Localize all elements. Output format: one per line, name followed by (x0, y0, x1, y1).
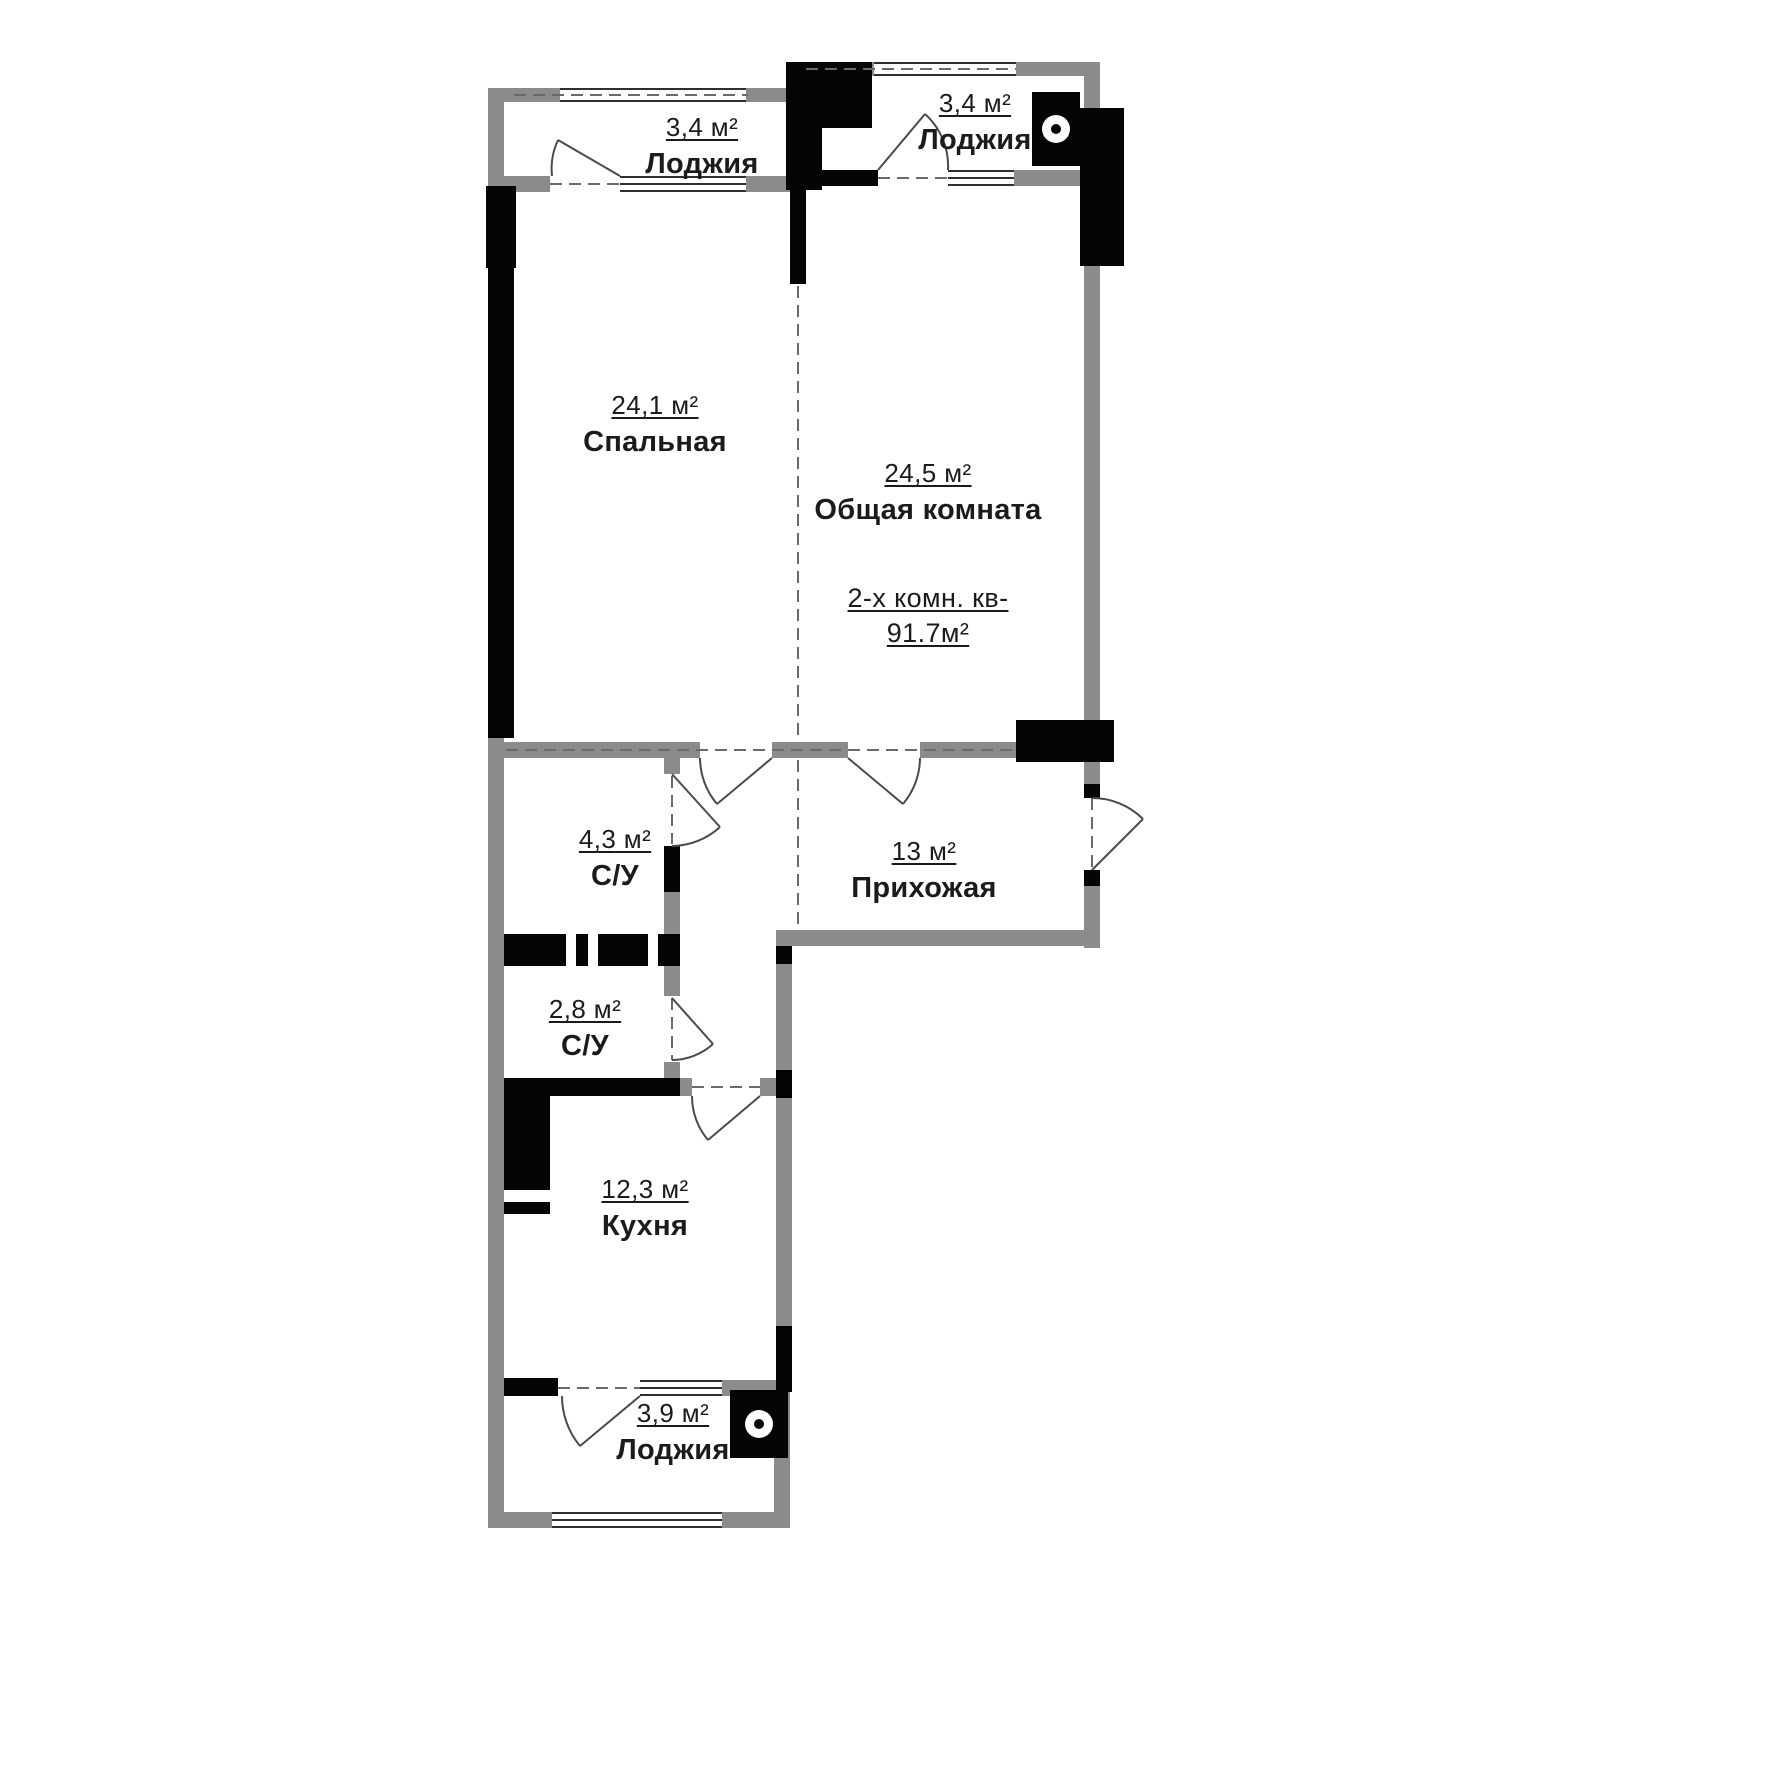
wall-bedroom-window-right (746, 176, 790, 192)
door-entrance (1091, 796, 1144, 871)
label-hallway: 13 м² Прихожая (851, 836, 997, 905)
room-area: 4,3 м² (578, 824, 652, 854)
wall-black-room-divider-top (790, 188, 806, 284)
shaft-block-2 (576, 934, 588, 966)
apartment-title: 2-х комн. кв- 91.7м² (848, 583, 1009, 649)
door-loggia-bottom (560, 1395, 641, 1447)
wall-black-corridor-mid (776, 1070, 792, 1098)
door-swings (550, 113, 1144, 1447)
wall-black-right-top (1080, 108, 1124, 266)
room-area: 24,1 м² (611, 390, 699, 420)
window-lines (552, 62, 1016, 1528)
wall-living-window-right (1014, 170, 1084, 186)
wall-black-bath1-right (664, 846, 680, 892)
shaft-block-3 (598, 934, 648, 966)
room-name: Лоджия (616, 1434, 730, 1466)
wall-hallway-bottom (792, 930, 1100, 946)
room-name: С/У (591, 860, 639, 892)
wall-black-loggia-divider (786, 62, 822, 190)
wall-bath1-right-top (664, 758, 680, 774)
room-name: Прихожая (851, 872, 997, 904)
room-area: 3,4 м² (938, 88, 1012, 118)
wall-black-entrance-jamb-bottom (1084, 870, 1100, 886)
room-area: 3,4 м² (665, 112, 739, 142)
room-name: Общая комната (814, 494, 1042, 526)
room-area: 12,3 м² (601, 1174, 689, 1204)
label-bathroom-large: 4,3 м² С/У (579, 824, 651, 893)
door-living (847, 757, 921, 805)
vent-circles (745, 115, 1070, 1438)
room-name: Спальная (583, 426, 727, 458)
shaft-kitchen-block-2 (504, 1202, 550, 1214)
room-name: Лоджия (918, 124, 1032, 156)
room-name: Кухня (601, 1210, 689, 1242)
wall-black-kitchen-bottomleft (504, 1378, 558, 1396)
wall-black-loggia-tr-left (820, 62, 872, 128)
apartment-title-line2: 91.7м² (886, 618, 970, 648)
wall-black-living-window-left (804, 170, 878, 186)
door-bath2 (671, 997, 714, 1061)
shaft-block-1 (504, 934, 566, 966)
shaft-block-4 (658, 934, 680, 966)
wall-black-bedroom-left (488, 266, 514, 738)
door-kitchen (690, 1095, 761, 1141)
door-loggia-tr (877, 113, 950, 171)
wall-black-entrance-jamb-top (1084, 784, 1100, 798)
label-kitchen: 12,3 м² Кухня (601, 1174, 688, 1243)
wall-black-kitchen-right (776, 1326, 792, 1392)
door-bath1 (671, 773, 721, 847)
wall-corridor-right (776, 930, 792, 1392)
wall-kitchen-top-left (680, 1078, 692, 1096)
wall-bath2-right-top (664, 966, 680, 996)
label-loggia-top-left: 3,4 м² Лоджия (645, 112, 758, 181)
shaft-kitchen-block (504, 1096, 550, 1190)
wall-black-corridor-top (776, 946, 792, 964)
label-loggia-bottom: 3,9 м² Лоджия (616, 1398, 729, 1467)
entrance-opening (1084, 798, 1100, 870)
wall-black-bath2-bottom (504, 1078, 680, 1096)
room-area: 2,8 м² (548, 994, 622, 1024)
door-loggia-tl (550, 139, 621, 177)
wall-black-bedroom-topleft (486, 186, 516, 268)
label-loggia-top-right: 3,4 м² Лоджия (918, 88, 1031, 157)
label-bedroom: 24,1 м² Спальная (583, 390, 727, 459)
label-bathroom-small: 2,8 м² С/У (549, 994, 621, 1063)
room-area: 24,5 м² (884, 458, 972, 488)
room-name: С/У (561, 1030, 609, 1062)
room-area: 3,9 м² (636, 1398, 710, 1428)
wall-black-living-bottomright (1016, 720, 1114, 762)
room-name: Лоджия (645, 148, 759, 180)
dashed-guides (506, 68, 1093, 1389)
room-area: 13 м² (891, 836, 957, 866)
wall-bath2-right-bottom (664, 1062, 680, 1080)
label-living-room: 24,5 м² Общая комната (814, 458, 1041, 527)
door-bedroom (699, 757, 773, 805)
apartment-title-line1: 2-х комн. кв- (847, 583, 1009, 613)
